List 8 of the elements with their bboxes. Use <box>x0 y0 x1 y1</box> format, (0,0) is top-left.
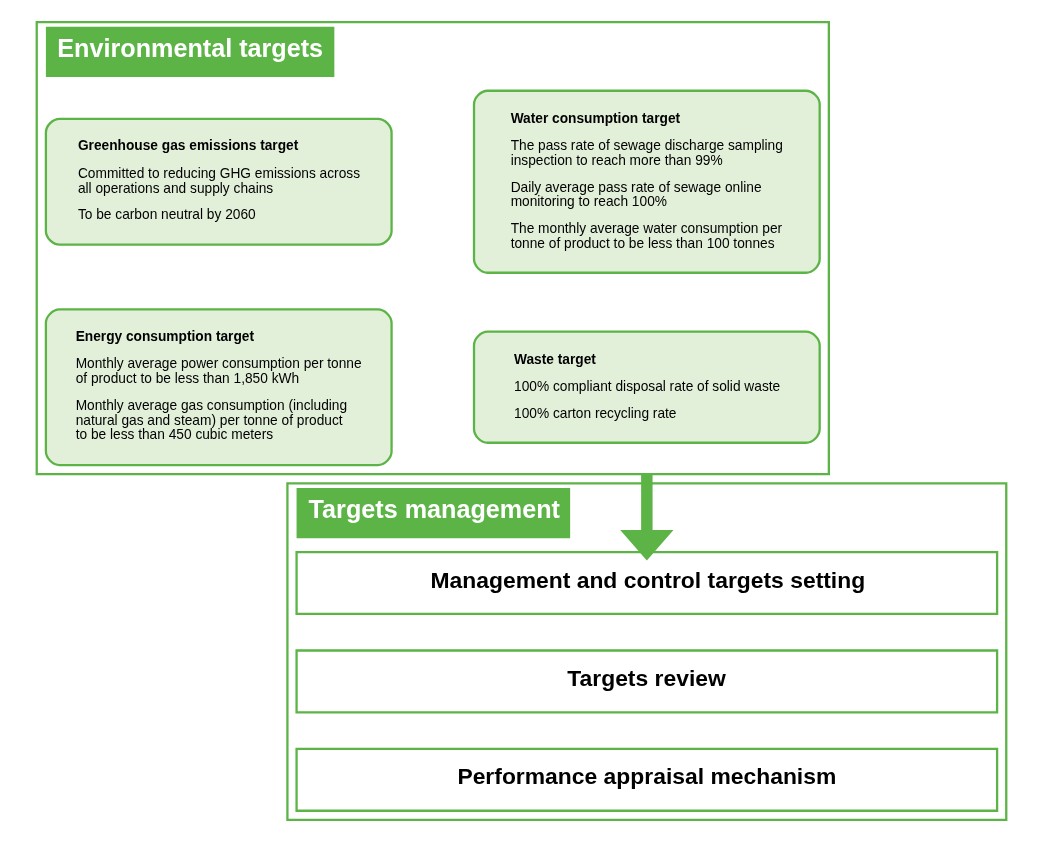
node-box: Energy consumption target Monthly average power consumption per tonne of product to be less than 1,850 kWh Monthly average gas consumption (including natural gas and steam) per tonne of product to be less than 450 cubic meters <box>44 308 393 467</box>
node-box: Management and control targets setting <box>295 550 999 616</box>
node-box: Greenhouse gas emissions target Committed to reducing GHG emissions across all operations and supply chains To be carbon neutral by 2060 <box>44 117 393 246</box>
arrow <box>620 474 674 561</box>
node-box: Targets review <box>295 649 999 714</box>
node-box: Water consumption target The pass rate of sewage discharge sampling inspection to reach more than 99% Daily average pass rate of sewage online monitoring to reach 100% The monthly average water consumption per tonne of product to be less than 100 tonnes <box>472 89 821 274</box>
node-box: Waste target 100% compliant disposal rate of solid waste 100% carton recycling rate <box>472 330 821 444</box>
node-box: Performance appraisal mechanism <box>295 747 999 812</box>
